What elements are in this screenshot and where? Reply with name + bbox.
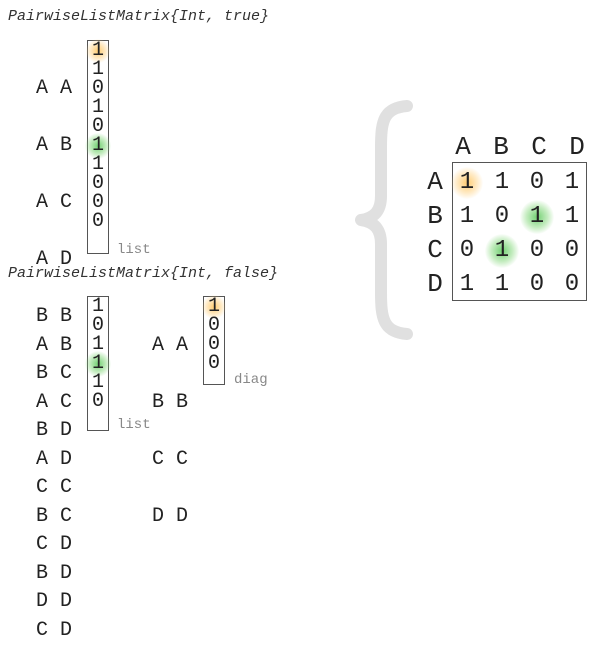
matrix-cell: 1	[448, 166, 486, 200]
bottom-list-vector: 1 0 1 1 1 0	[87, 296, 109, 431]
top-list-label: list	[117, 242, 151, 258]
matrix-row-label: D	[427, 269, 443, 299]
pair-label: A A	[152, 334, 189, 357]
matrix-cell: 0	[564, 237, 580, 264]
matrix-col-label: C	[531, 132, 547, 162]
curly-brace-icon	[355, 100, 413, 340]
matrix-cell: 0	[564, 271, 580, 298]
matrix-cell: 0	[529, 169, 545, 196]
pair-label: B D	[36, 419, 73, 442]
list-value: 1	[91, 333, 104, 356]
matrix-cell: 1	[518, 200, 556, 234]
pair-label: A B	[36, 334, 73, 357]
list-value: 0	[91, 390, 104, 413]
list-value: 1	[91, 58, 104, 81]
list-value: 1	[91, 371, 104, 394]
matrix-cell: 1	[459, 203, 475, 230]
matrix-cell: 1	[564, 203, 580, 230]
pair-label: D D	[152, 505, 189, 528]
list-value: 1	[88, 41, 108, 61]
list-value: 0	[91, 210, 104, 233]
diag-pair-list: A A B B C C D D	[152, 298, 188, 545]
matrix-cell: 0	[459, 237, 475, 264]
list-value: 1	[91, 96, 104, 119]
pair-label: A B	[36, 134, 73, 157]
pair-label: A C	[36, 391, 73, 414]
pair-label: C D	[36, 619, 73, 642]
matrix-col-label: A	[455, 132, 471, 162]
pair-label: B C	[36, 505, 73, 528]
list-value: 0	[91, 115, 104, 138]
diag-vector: 1 0 0 0	[203, 296, 225, 385]
diag-value: 0	[207, 352, 220, 375]
diag-value: 0	[207, 333, 220, 356]
matrix-cell: 1	[494, 271, 510, 298]
matrix-cell: 1	[564, 169, 580, 196]
pair-label: B B	[36, 305, 73, 328]
bottom-title: PairwiseListMatrix{Int, false}	[8, 265, 279, 282]
list-value: 0	[91, 172, 104, 195]
matrix-row-label: B	[427, 201, 443, 231]
list-value: 0	[91, 77, 104, 100]
diag-label: diag	[234, 372, 268, 388]
list-value: 1	[91, 295, 104, 318]
pair-label: B C	[36, 362, 73, 385]
pair-label: A A	[36, 77, 73, 100]
matrix-cell: 1	[459, 271, 475, 298]
bottom-list-label: list	[117, 417, 151, 433]
list-value: 1	[88, 136, 108, 156]
pair-label: A C	[36, 191, 73, 214]
diag-value: 1	[204, 297, 224, 317]
matrix-cell: 1	[494, 169, 510, 196]
matrix-row-label: C	[427, 235, 443, 265]
pair-label: B B	[152, 391, 189, 414]
top-title: PairwiseListMatrix{Int, true}	[8, 8, 270, 25]
matrix-cell: 0	[529, 271, 545, 298]
matrix-row-label: A	[427, 167, 443, 197]
matrix-cell: 0	[494, 203, 510, 230]
top-list-vector: 1 1 0 1 0 1 1 0 0 0	[87, 40, 109, 254]
matrix-grid: 1 1 0 1 1 0 1 1 0 1 0 0 1 1 0 0	[452, 162, 587, 301]
pair-label: B D	[36, 562, 73, 585]
list-value: 1	[91, 153, 104, 176]
matrix-col-label: D	[569, 132, 585, 162]
bottom-pair-list: A B A C A D B C B D C D	[36, 298, 72, 659]
matrix-cell: 1	[483, 234, 521, 268]
pair-label: C C	[152, 448, 189, 471]
diag-value: 0	[207, 314, 220, 337]
pair-label: A D	[36, 248, 73, 271]
list-value: 0	[91, 191, 104, 214]
matrix-col-label: B	[493, 132, 509, 162]
list-value: 0	[91, 314, 104, 337]
pair-label: A D	[36, 448, 73, 471]
matrix-cell: 0	[529, 237, 545, 264]
list-value: 1	[88, 354, 108, 374]
